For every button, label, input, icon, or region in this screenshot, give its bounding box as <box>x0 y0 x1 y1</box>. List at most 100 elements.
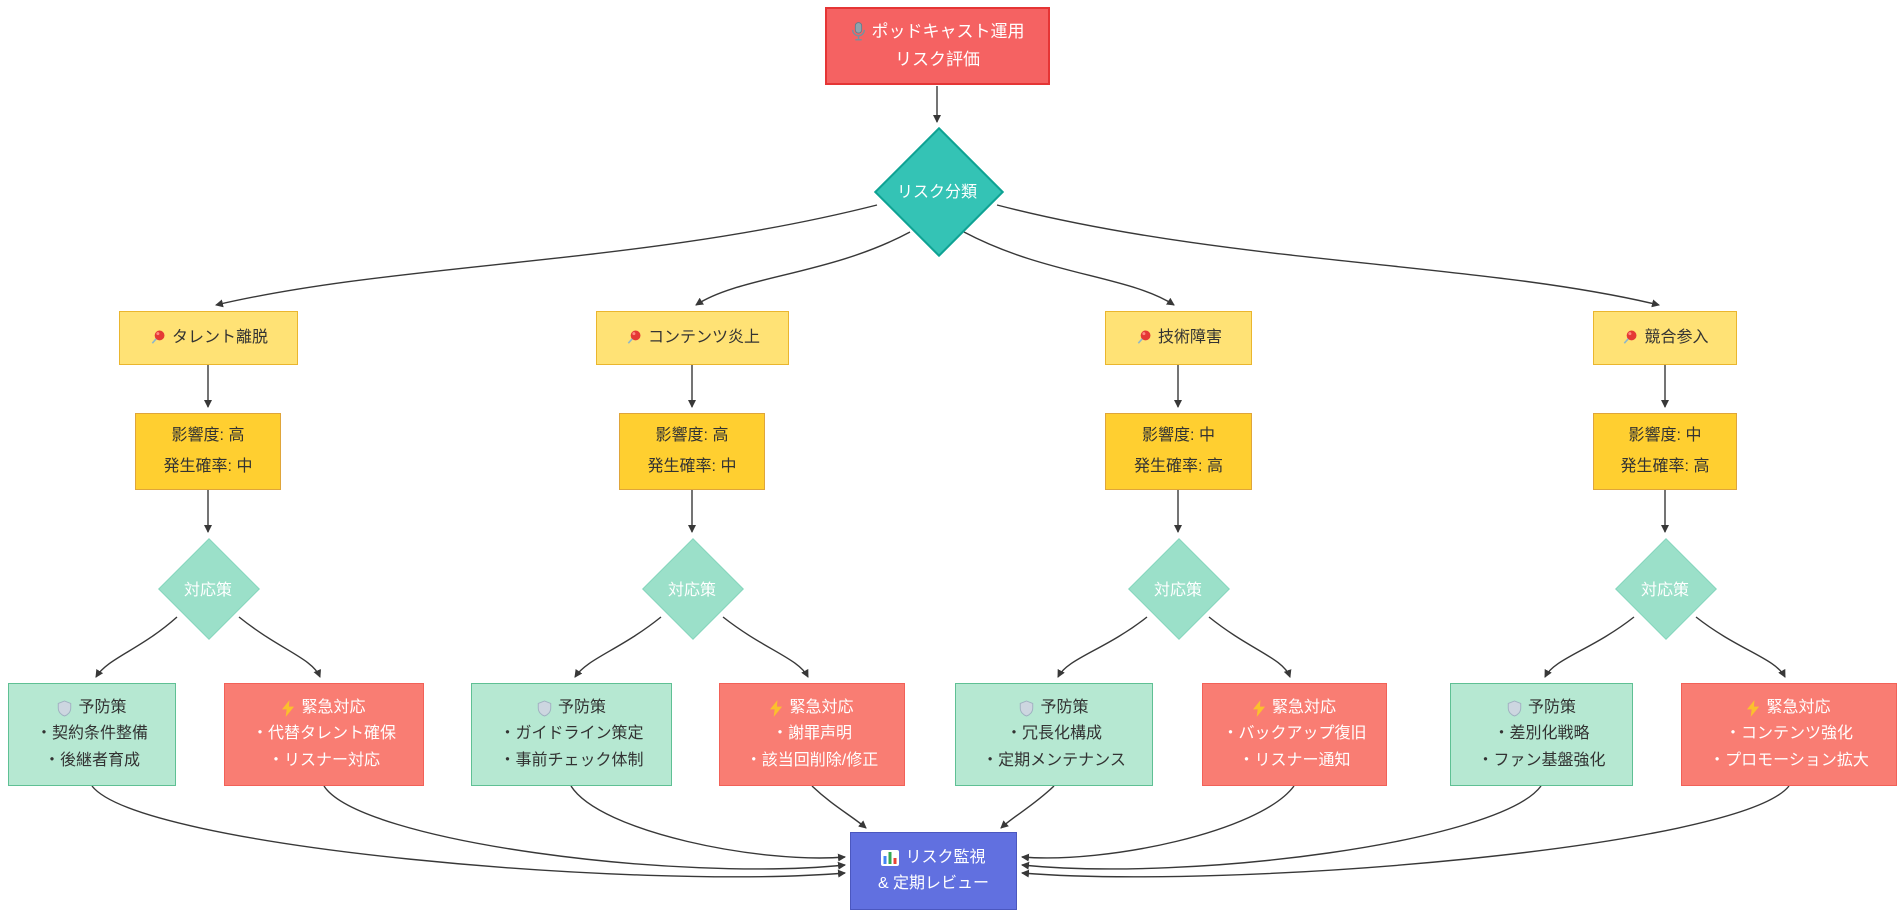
edge-decision2-to-emergency <box>722 616 809 678</box>
shield-icon <box>537 700 552 717</box>
decision-label: 対応策 <box>183 582 232 599</box>
prevention-node-2: 予防策 ・ガイドライン策定 ・事前チェック体制 <box>471 683 672 786</box>
impact-node-4: 影響度: 中 発生確率: 高 <box>1593 413 1737 490</box>
edge-decision1-to-prevention <box>95 616 178 678</box>
edge-decision2-to-prevention <box>574 616 662 678</box>
category-node-talent: タレント離脱 <box>119 311 298 365</box>
probability-label: 発生確率: 高 <box>1620 457 1710 475</box>
prevention-title: 予防策 <box>78 698 127 716</box>
category-label: 技術障害 <box>1157 328 1222 346</box>
prevention-item: ・ファン基盤強化 <box>1477 751 1606 769</box>
emergency-title: 緊急対応 <box>789 698 854 716</box>
emergency-node-2: 緊急対応 ・謝罪声明 ・該当回削除/修正 <box>719 683 905 786</box>
monitor-line1: リスク監視 <box>905 848 986 866</box>
emergency-item: ・謝罪声明 <box>771 725 852 743</box>
category-node-competitor: 競合参入 <box>1593 311 1737 365</box>
root-title-line2: リスク評価 <box>895 50 980 69</box>
edge-decision4-to-emergency <box>1695 616 1786 678</box>
lightning-icon <box>1252 699 1266 717</box>
edge-classification-to-category-4 <box>996 204 1660 308</box>
prevention-title: 予防策 <box>1040 698 1089 716</box>
decision-label: 対応策 <box>1153 582 1202 599</box>
emergency-title: 緊急対応 <box>301 698 366 716</box>
edge-emergency4-to-monitor <box>1021 785 1790 878</box>
edge-decision3-to-emergency <box>1208 616 1292 678</box>
pushpin-icon <box>149 329 166 346</box>
probability-label: 発生確率: 高 <box>1134 457 1223 475</box>
impact-node-2: 影響度: 高 発生確率: 中 <box>619 413 765 490</box>
category-node-technical: 技術障害 <box>1105 311 1252 365</box>
emergency-node-3: 緊急対応 ・バックアップ復旧 ・リスナー通知 <box>1202 683 1387 786</box>
shield-icon <box>1019 700 1034 717</box>
emergency-item: ・リスナー対応 <box>267 751 380 769</box>
prevention-title: 予防策 <box>557 698 606 716</box>
prevention-item: ・契約条件整備 <box>35 725 148 743</box>
emergency-item: ・リスナー通知 <box>1238 751 1351 769</box>
impact-label: 影響度: 高 <box>171 427 245 445</box>
edge-classification-to-category-1 <box>215 204 878 308</box>
bar-chart-icon <box>881 849 900 866</box>
edge-emergency1-to-monitor <box>323 785 846 870</box>
emergency-title: 緊急対応 <box>1271 698 1336 716</box>
lightning-icon <box>770 699 783 717</box>
classification-label: リスク分類 <box>896 184 977 201</box>
emergency-item: ・プロモーション拡大 <box>1709 751 1869 769</box>
impact-node-3: 影響度: 中 発生確率: 高 <box>1105 413 1252 490</box>
decision-label: 対応策 <box>1640 582 1689 599</box>
edge-classification-to-category-3 <box>963 231 1175 306</box>
prevention-node-1: 予防策 ・契約条件整備 ・後継者育成 <box>8 683 176 786</box>
prevention-node-4: 予防策 ・差別化戦略 ・ファン基盤強化 <box>1450 683 1633 786</box>
edge-emergency3-to-monitor <box>1021 785 1295 862</box>
impact-label: 影響度: 中 <box>1628 427 1702 445</box>
edge-prevention1-to-monitor <box>91 785 846 878</box>
emergency-item: ・バックアップ復旧 <box>1222 725 1367 743</box>
category-label: タレント離脱 <box>171 328 268 346</box>
probability-label: 発生確率: 中 <box>647 457 737 475</box>
impact-label: 影響度: 高 <box>655 427 729 445</box>
prevention-node-3: 予防策 ・冗長化構成 ・定期メンテナンス <box>955 683 1153 786</box>
edge-decision3-to-prevention <box>1057 616 1148 678</box>
probability-label: 発生確率: 中 <box>163 457 253 475</box>
emergency-node-4: 緊急対応 ・コンテンツ強化 ・プロモーション拡大 <box>1681 683 1897 786</box>
emergency-title: 緊急対応 <box>1766 698 1831 716</box>
category-node-content: コンテンツ炎上 <box>596 311 789 365</box>
root-title-line1: ポッドキャスト運用 <box>871 21 1025 41</box>
category-label: 競合参入 <box>1644 328 1709 346</box>
decision-node-3: 対応策 <box>1128 538 1230 640</box>
edge-prevention2-to-monitor <box>570 785 846 862</box>
decision-node-1: 対応策 <box>158 538 260 640</box>
prevention-item: ・ガイドライン策定 <box>499 725 644 743</box>
emergency-item: ・該当回削除/修正 <box>745 751 879 769</box>
edge-prevention4-to-monitor <box>1021 785 1542 870</box>
prevention-item: ・定期メンテナンス <box>982 751 1126 769</box>
prevention-item: ・後継者育成 <box>43 751 140 769</box>
lightning-icon <box>1747 699 1760 717</box>
pushpin-icon <box>625 329 642 346</box>
emergency-item: ・代替タレント確保 <box>251 725 396 743</box>
decision-label: 対応策 <box>667 582 716 599</box>
shield-icon <box>1507 700 1522 717</box>
emergency-node-1: 緊急対応 ・代替タレント確保 ・リスナー対応 <box>224 683 424 786</box>
edge-emergency2-to-monitor <box>811 785 867 829</box>
prevention-title: 予防策 <box>1527 698 1576 716</box>
edge-classification-to-category-2 <box>695 231 911 306</box>
shield-icon <box>57 700 72 717</box>
monitor-node: リスク監視 & 定期レビュー <box>850 832 1017 910</box>
prevention-item: ・冗長化構成 <box>1005 725 1102 743</box>
prevention-item: ・事前チェック体制 <box>499 751 644 769</box>
root-node: ポッドキャスト運用 リスク評価 <box>825 7 1050 85</box>
prevention-item: ・差別化戦略 <box>1493 725 1590 743</box>
classification-decision-node: リスク分類 <box>873 126 1005 258</box>
impact-node-1: 影響度: 高 発生確率: 中 <box>135 413 281 490</box>
pushpin-icon <box>1621 329 1638 346</box>
decision-node-4: 対応策 <box>1615 538 1717 640</box>
microphone-icon <box>851 22 866 41</box>
decision-node-2: 対応策 <box>642 538 744 640</box>
category-label: コンテンツ炎上 <box>647 328 760 346</box>
lightning-icon <box>282 699 295 717</box>
pushpin-icon <box>1135 329 1152 346</box>
edge-decision1-to-emergency <box>238 616 321 678</box>
edge-decision4-to-prevention <box>1544 616 1635 678</box>
impact-label: 影響度: 中 <box>1142 427 1215 445</box>
